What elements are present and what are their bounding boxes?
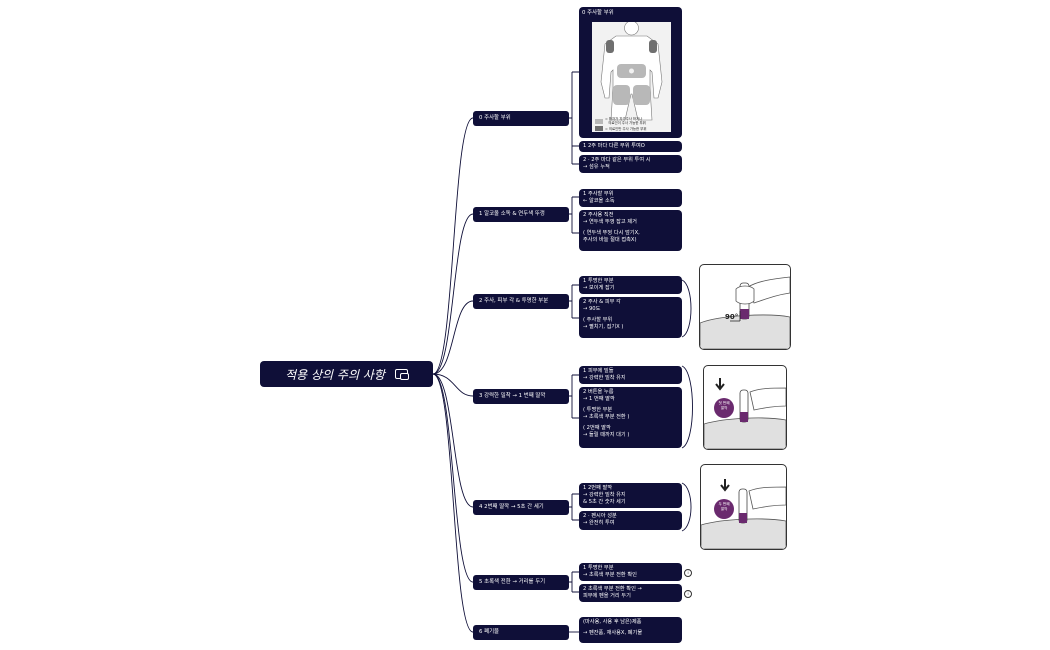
leaf-line: → 펜잔품, 재사용X, 폐기물 — [583, 630, 643, 636]
leaf-line: → 90도 — [583, 306, 601, 312]
leaf-line: → 강력한 밀착 유지 — [583, 492, 626, 498]
leaf-line: ( 연두색 뚜껑 다시 덮기X, — [583, 230, 640, 236]
branch-label: 0 주사할 부위 — [479, 115, 511, 121]
branch-label: 4 2번째 딸깍 → 5초 간 세기 — [479, 504, 544, 510]
leaf-line: ( 주사할 부위 — [583, 317, 613, 323]
leaf-b5-1[interactable]: 1 투명한 부분 → 초록색 부분 전환 확인 — [579, 563, 682, 581]
leaf-b2-1[interactable]: 1 투명한 부분 → 보이게 잡기 — [579, 276, 682, 294]
leaf-b3-2[interactable]: 2 버튼을 누름 → 1 번째 딸깍 ( 투명한 부분 → 초록색 부분 전환 … — [579, 387, 682, 448]
leaf-b1-1[interactable]: 1 주사할 부위 ← 알코올 소독 — [579, 189, 682, 207]
legend-dark-text: = 의료인만 주사 가능한 부위 — [605, 127, 647, 131]
branch-3[interactable]: 3 강력한 밀착 → 1 번째 딸깍 — [473, 389, 569, 404]
leaf-line: → 초록색 부분 전환 ) — [583, 414, 630, 420]
branch-6[interactable]: 6 폐기물 — [473, 625, 569, 640]
leaf-b0-2[interactable]: 1 2주 마다 다른 부위 투여O — [579, 141, 682, 152]
leaf-line: 1 2주 마다 다른 부위 투여O — [583, 143, 645, 149]
second-click-illustration: 두 번째 딸깍 — [700, 464, 787, 550]
leaf-line: 2 버튼을 누름 — [583, 389, 614, 395]
body-back-image — [600, 20, 663, 121]
leaf-line: 2 주사용 직전 — [583, 212, 614, 218]
info-icon[interactable]: i — [684, 569, 692, 577]
leaf-line: 1 2번째 딸깍 — [583, 485, 612, 491]
leaf-line: → 완전히 투여 — [583, 520, 615, 526]
leaf-b6-1[interactable]: (마사용, 사용 후 남은)제품 → 펜잔품, 재사용X, 폐기물 — [579, 617, 682, 643]
leaf-line: 1 피부에 밀듦 — [583, 368, 614, 374]
leaf-line: 1 주사할 부위 — [583, 191, 614, 197]
leaf-b3-1[interactable]: 1 피부에 밀듦 → 강력한 밀착 유지 — [579, 366, 682, 384]
leaf-line: 2 초록색 부분 전환 확인 → — [583, 586, 642, 592]
second-click-badge: 두 번째 딸깍 — [718, 502, 730, 511]
leaf-line: → 섬유 누적 — [583, 164, 610, 170]
pen-angle-image: 90° — [700, 276, 790, 349]
root-node[interactable]: 적용 상의 주의 사항 — [260, 361, 433, 387]
leaf-line: 피부에 펜을 거리 두기 — [583, 593, 631, 599]
leaf-b1-2[interactable]: 2 주사용 직전 → 연두색 뚜껑 잡고 제거 ( 연두색 뚜껑 다시 덮기X,… — [579, 210, 682, 251]
leaf-b4-1[interactable]: 1 2번째 딸깍 → 강력한 밀착 유지 & 5초 간 숫자 세기 — [579, 483, 682, 508]
branch-0[interactable]: 0 주사할 부위 — [473, 111, 569, 126]
first-click-image — [704, 378, 786, 449]
leaf-b0-3[interactable]: 2 · 2주 마다 같은 부위 투여 시 → 섬유 누적 — [579, 155, 682, 173]
branch-label: 6 폐기물 — [479, 629, 500, 635]
leaf-line: → 펼치기, 집기X ) — [583, 324, 624, 330]
injection-site-panel[interactable]: 0 주사할 부위 = 환자가 자가주사 하거나 의료인이 주사 가능한 부위 =… — [579, 7, 682, 138]
leaf-line: (마사용, 사용 후 남은)제품 — [583, 619, 642, 625]
leaf-line: 1 투명한 부분 — [583, 278, 614, 284]
leaf-line: 2 · 펜시아 성분 — [583, 513, 617, 519]
leaf-line: → 들릴 때까지 대기 ) — [583, 432, 630, 438]
branch-label: 3 강력한 밀착 → 1 번째 딸깍 — [479, 393, 546, 399]
root-title: 적용 상의 주의 사항 — [285, 367, 385, 382]
branch-1[interactable]: 1 알코올 소독 & 연두색 뚜껑 — [473, 207, 569, 222]
legend-dark-swatch — [595, 126, 603, 131]
second-click-image — [701, 479, 786, 549]
leaf-line: & 5초 간 숫자 세기 — [583, 499, 626, 505]
body-diagram: = 환자가 자가주사 하거나 의료인이 주사 가능한 부위 = 의료인만 주사 … — [592, 20, 671, 132]
leaf-line: ( 2번째 딸깍 — [583, 425, 611, 431]
leaf-b4-2[interactable]: 2 · 펜시아 성분 → 완전히 투여 — [579, 511, 682, 530]
angle-illustration: 90° — [699, 264, 791, 350]
leaf-b2-2[interactable]: 2 주사 & 피부 각 → 90도 ( 주사할 부위 → 펼치기, 집기X ) — [579, 297, 682, 338]
leaf-line: → 강력한 밀착 유지 — [583, 375, 626, 381]
first-click-illustration: 첫 번째 딸깍 — [703, 365, 787, 450]
leaf-line: ← 알코올 소독 — [583, 198, 615, 204]
legend-light-text: = 환자가 자가주사 하거나 의료인이 주사 가능한 부위 — [605, 117, 646, 125]
leaf-line: 주사의 바늘 절대 접촉X) — [583, 237, 637, 243]
info-icon[interactable]: i — [684, 590, 692, 598]
leaf-b5-2[interactable]: 2 초록색 부분 전환 확인 → 피부에 펜을 거리 두기 — [579, 584, 682, 602]
leaf-line: → 1 번째 딸깍 — [583, 396, 615, 402]
branch-4[interactable]: 4 2번째 딸깍 → 5초 간 세기 — [473, 500, 569, 515]
leaf-line: 2 · 2주 마다 같은 부위 투여 시 — [583, 157, 651, 163]
branch-label: 2 주사, 피부 각 & 투명한 부분 — [479, 298, 549, 304]
angle-label: 90° — [725, 313, 738, 321]
leaf-line: 1 투명한 부분 — [583, 565, 614, 571]
leaf-line: ( 투명한 부분 — [583, 407, 613, 413]
panel-title: 0 주사할 부위 — [582, 10, 614, 16]
first-click-badge: 첫 번째 딸깍 — [718, 401, 730, 410]
branch-2[interactable]: 2 주사, 피부 각 & 투명한 부분 — [473, 294, 569, 309]
branch-5[interactable]: 5 초록색 전환 → 거리를 두기 — [473, 575, 569, 590]
leaf-line: → 초록색 부분 전환 확인 — [583, 572, 637, 578]
leaf-line: 2 주사 & 피부 각 — [583, 299, 621, 305]
branch-label: 5 초록색 전환 → 거리를 두기 — [479, 579, 546, 585]
branch-label: 1 알코올 소독 & 연두색 뚜껑 — [479, 211, 545, 217]
link-icon[interactable] — [394, 369, 409, 380]
legend-light-swatch — [595, 119, 603, 124]
leaf-line: → 연두색 뚜껑 잡고 제거 — [583, 219, 637, 225]
leaf-line: → 보이게 잡기 — [583, 285, 615, 291]
